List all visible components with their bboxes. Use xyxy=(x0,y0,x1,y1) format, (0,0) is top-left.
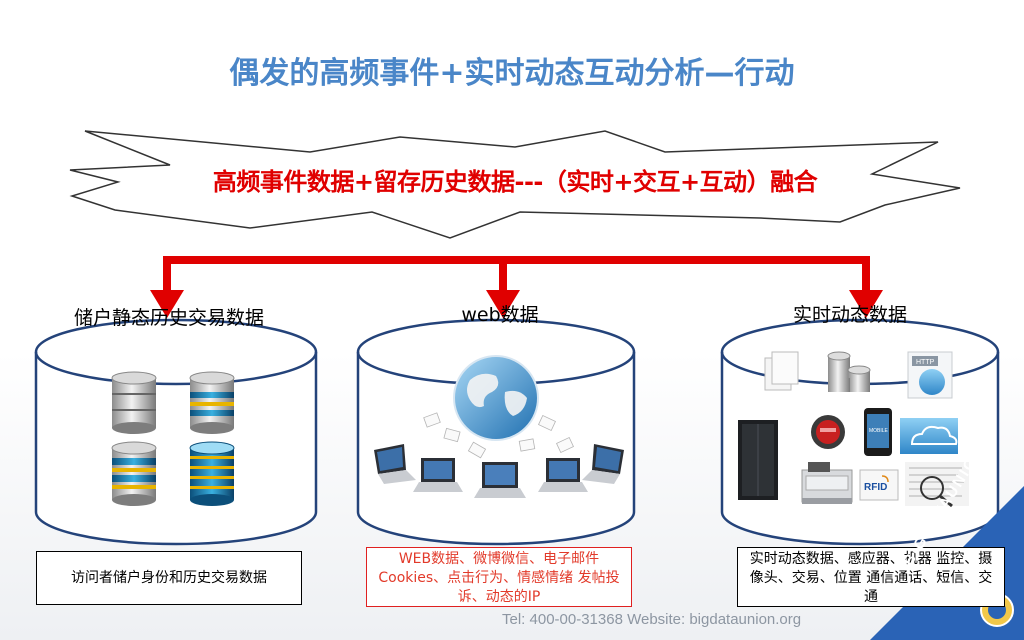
documents-icon xyxy=(764,351,799,391)
cylinder-label-web: web数据 xyxy=(461,304,539,326)
cylinder-label-realtime: 实时动态数据 xyxy=(792,304,907,326)
red-connector xyxy=(150,256,883,318)
database-icon xyxy=(189,371,235,434)
globe-icon xyxy=(453,355,539,441)
server-rack-icon xyxy=(738,420,778,500)
flying-documents-icon xyxy=(423,412,574,459)
http-icon: HTTP xyxy=(907,351,953,399)
mobile-phone-icon: MOBILE xyxy=(864,408,892,456)
cylinder-left xyxy=(34,318,318,546)
caption-box-realtime: 实时动态数据、感应器、机器 监控、摄像头、交易、位置 通信通话、短信、交通 xyxy=(737,547,1005,607)
cash-register-icon xyxy=(801,462,853,504)
slide-title: 偶发的高频事件+实时动态互动分析—行动 xyxy=(229,56,795,91)
laptop-icon xyxy=(374,444,416,484)
alarm-button-icon xyxy=(811,415,845,449)
cloud-icon xyxy=(900,418,958,454)
http-icon-label: HTTP xyxy=(916,359,935,366)
laptop-icon xyxy=(538,458,588,492)
arrow-down-icon xyxy=(486,290,520,318)
caption-box-web: WEB数据、微博微信、电子邮件 Cookies、点击行为、情感情绪 发帖投诉、动… xyxy=(366,547,632,607)
starburst-shape xyxy=(69,130,961,239)
text-mining-magnifier-icon xyxy=(905,462,969,508)
arrow-down-icon xyxy=(849,290,883,318)
laptop-icon xyxy=(582,444,624,484)
burst-headline: 高频事件数据+留存历史数据---（实时+交互+互动）融合 xyxy=(212,168,818,196)
laptop-icon xyxy=(474,462,526,498)
rfid-icon: RFID xyxy=(859,469,899,501)
mobile-icon-label: MOBILE xyxy=(869,428,889,434)
laptop-icon xyxy=(413,458,463,492)
rfid-icon-label: RFID xyxy=(864,482,887,493)
arrow-down-icon xyxy=(150,290,184,318)
database-icon xyxy=(111,441,157,506)
database-icon xyxy=(189,441,235,506)
cylinder-label-static-history: 储户静态历史交易数据 xyxy=(73,307,264,329)
database-icon xyxy=(827,351,871,392)
footer-contact: Tel: 400-00-31368 Website: bigdataunion.… xyxy=(502,611,802,628)
database-icon xyxy=(111,371,157,434)
caption-box-static-history: 访问者储户身份和历史交易数据 xyxy=(36,551,302,605)
